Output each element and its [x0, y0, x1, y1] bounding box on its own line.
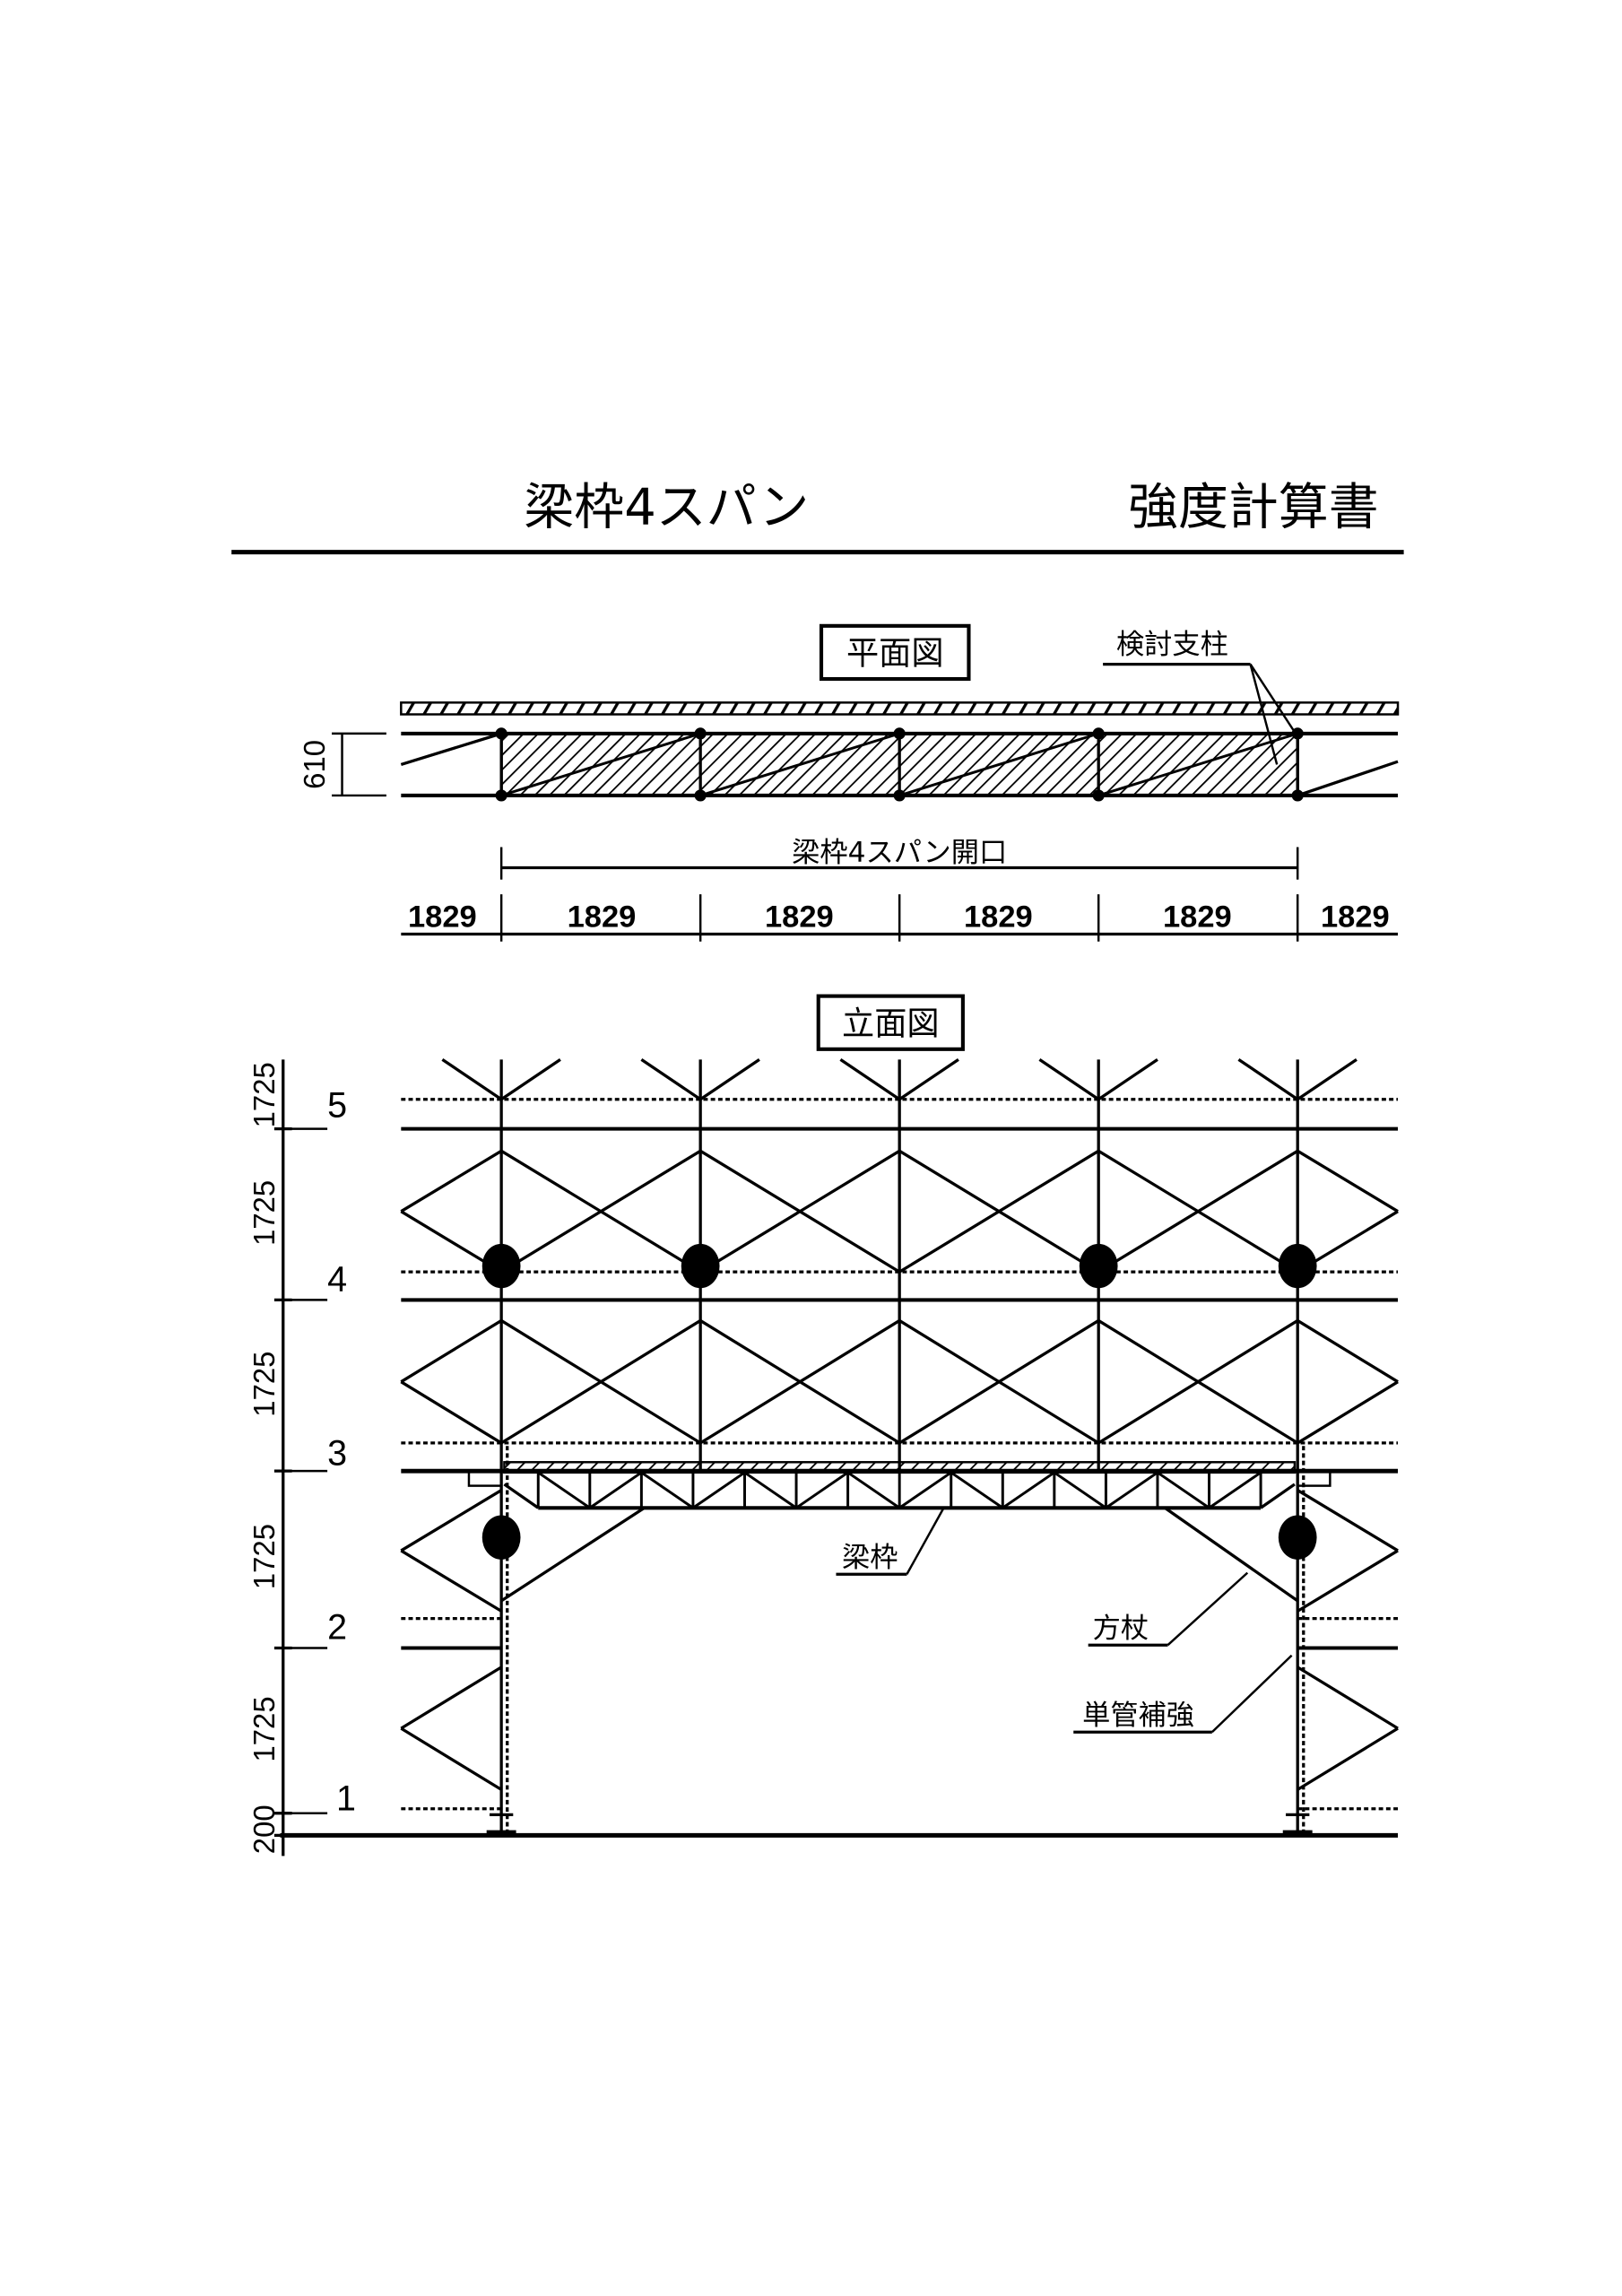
level-number: 1 [336, 1779, 356, 1818]
cross-brace [500, 1149, 702, 1274]
level-number: 4 [327, 1260, 347, 1300]
cross-brace [699, 1149, 901, 1274]
check-point-marker [481, 1515, 521, 1560]
truss-diagonal [1157, 1471, 1210, 1509]
height-dim: 1725 [247, 1696, 281, 1761]
truss-diagonal [1208, 1471, 1262, 1509]
knee-brace [1164, 1506, 1299, 1603]
beam-support-bracket [1296, 1469, 1331, 1487]
span-dim: 1829 [964, 900, 1033, 934]
check-point-marker [1278, 1243, 1317, 1289]
cross-brace [1297, 1380, 1399, 1445]
plan-brace [500, 732, 701, 797]
truss-diagonal [640, 1471, 694, 1509]
knee-brace [500, 1506, 646, 1603]
beam-frame-label: 梁枠 [842, 1542, 898, 1574]
brace-label: 方杖 [1093, 1613, 1149, 1645]
height-dim: 1725 [247, 1352, 281, 1417]
check-point-marker [1079, 1243, 1118, 1289]
cross-brace [1297, 1665, 1399, 1730]
check-point-marker [481, 1243, 521, 1289]
cross-brace [1097, 1149, 1299, 1274]
cross-brace [400, 1380, 503, 1445]
truss-diagonal [898, 1471, 952, 1509]
cross-brace [400, 1489, 502, 1552]
truss-diagonal [692, 1471, 746, 1509]
cross-brace [400, 1665, 503, 1730]
truss-diagonal [795, 1471, 849, 1509]
top-brace [1097, 1057, 1158, 1101]
height-dim: 1725 [247, 1062, 281, 1127]
top-brace [699, 1057, 760, 1101]
plan-brace [699, 732, 900, 797]
cross-brace [898, 1319, 1100, 1445]
truss-diagonal [846, 1471, 901, 1509]
plan-view: 平面図 610 検討支柱 梁枠4スパン開口 1829 1829 1829 182… [298, 623, 1400, 942]
span-dim: 1829 [568, 900, 637, 934]
cross-brace [400, 1149, 502, 1213]
top-brace [1297, 1057, 1357, 1101]
document-title: 梁枠4スパン [524, 478, 809, 536]
top-brace [1237, 1057, 1299, 1101]
top-brace [898, 1057, 959, 1101]
opening-label: 梁枠4スパン開口 [792, 837, 1007, 869]
top-brace [500, 1057, 561, 1101]
cross-brace [1297, 1726, 1399, 1791]
level-number: 2 [327, 1608, 347, 1648]
check-point-marker [1278, 1515, 1317, 1560]
span-dim: 1829 [1321, 900, 1390, 934]
height-dim: 200 [247, 1805, 281, 1854]
truss-diagonal [1002, 1471, 1055, 1509]
beam-support-bracket [467, 1469, 503, 1487]
truss-diagonal [1105, 1471, 1158, 1509]
top-brace [640, 1057, 702, 1101]
plan-view-label: 平面図 [846, 634, 944, 673]
cross-brace [898, 1149, 1100, 1274]
plan-brace [898, 732, 1099, 797]
truss-diagonal [950, 1471, 1004, 1509]
cross-brace [1297, 1319, 1399, 1384]
top-brace [839, 1057, 901, 1101]
truss-diagonal [1054, 1471, 1107, 1509]
cross-brace [400, 1549, 502, 1613]
post-node [1092, 789, 1105, 802]
post-label: 検討支柱 [1116, 629, 1228, 661]
cross-brace [1297, 1549, 1399, 1613]
cross-brace [1297, 1149, 1399, 1213]
reinforcement-label: 単管補強 [1082, 1700, 1194, 1732]
truss-diagonal [743, 1471, 797, 1509]
top-brace [1038, 1057, 1100, 1101]
elevation-view: 立面図 1725 1725 1725 1725 1725 200 5 4 3 2… [247, 994, 1399, 1857]
truss-diagonal [537, 1471, 591, 1509]
truss-diagonal [588, 1471, 643, 1509]
level-number: 3 [327, 1434, 347, 1474]
cross-brace [1297, 1489, 1399, 1552]
span-dim: 1829 [1163, 900, 1232, 934]
check-point-marker [681, 1243, 720, 1289]
level-number: 5 [327, 1085, 347, 1125]
beam-frame-end [1260, 1483, 1296, 1509]
document-type: 強度計算書 [1128, 478, 1379, 536]
cross-brace [1097, 1319, 1299, 1445]
cross-brace [400, 1726, 503, 1791]
guard-rail [400, 701, 1400, 716]
beam-frame-end [503, 1483, 540, 1509]
cross-brace [699, 1319, 901, 1445]
cross-brace [500, 1319, 702, 1445]
span-dim: 1829 [765, 900, 834, 934]
cross-brace [400, 1319, 503, 1384]
span-dim: 1829 [408, 900, 477, 934]
post-node [694, 789, 707, 802]
plan-brace [1097, 732, 1298, 797]
elevation-view-label: 立面図 [842, 1004, 940, 1042]
plan-width-dim: 610 [298, 740, 331, 789]
height-dim: 1725 [247, 1524, 281, 1589]
height-dim: 1725 [247, 1180, 281, 1246]
beam-frame-top-chord [503, 1461, 1297, 1474]
top-brace [441, 1057, 503, 1101]
